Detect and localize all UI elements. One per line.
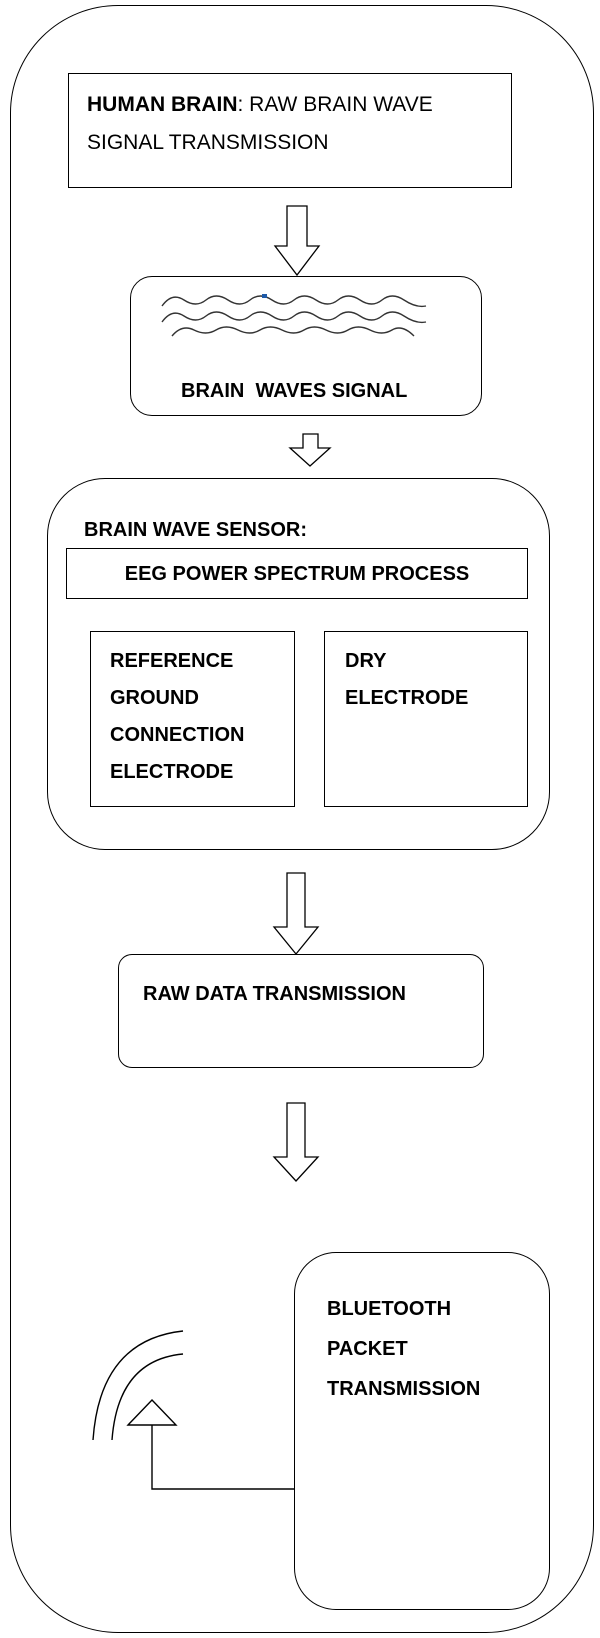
human-brain-box: HUMAN BRAIN: RAW BRAIN WAVE SIGNAL TRANS… [68, 73, 512, 188]
reference-line-1: REFERENCE [110, 650, 234, 672]
sensor-title: BRAIN WAVE SENSOR: [84, 519, 307, 541]
antenna-icon [126, 1398, 178, 1426]
raw-data-box: RAW DATA TRANSMISSION [118, 954, 484, 1068]
down-arrow-1 [273, 205, 321, 277]
brain-waves-graphic [161, 295, 427, 337]
down-arrow-3 [272, 872, 320, 956]
reference-line-4: ELECTRODE [110, 761, 234, 783]
down-arrow-2 [288, 433, 332, 467]
human-brain-label-rest: : RAW BRAIN WAVE SIGNAL TRANSMISSION [87, 93, 433, 154]
wave-marker [262, 294, 267, 298]
brain-waves-label: BRAIN WAVES SIGNAL [181, 380, 408, 402]
dry-line-1: DRY [345, 650, 387, 672]
dry-line-2: ELECTRODE [345, 687, 469, 709]
connector-line [151, 1425, 294, 1490]
down-arrow-4 [272, 1102, 320, 1182]
human-brain-label-bold: HUMAN BRAIN [87, 93, 238, 116]
bluetooth-line-2: PACKET [327, 1338, 408, 1360]
brain-waves-box: BRAIN WAVES SIGNAL [130, 276, 482, 416]
reference-line-2: GROUND [110, 687, 199, 709]
bluetooth-line-1: BLUETOOTH [327, 1298, 452, 1320]
eeg-process-label: EEG POWER SPECTRUM PROCESS [124, 563, 470, 585]
reference-electrode-box: REFERENCE GROUND CONNECTION ELECTRODE [90, 631, 295, 807]
raw-data-label: RAW DATA TRANSMISSION [143, 983, 406, 1005]
dry-electrode-box: DRY ELECTRODE [324, 631, 528, 807]
bluetooth-box: BLUETOOTH PACKET TRANSMISSION [294, 1252, 550, 1610]
bluetooth-line-3: TRANSMISSION [327, 1378, 481, 1400]
signal-arcs-icon [92, 1330, 184, 1441]
reference-line-3: CONNECTION [110, 724, 245, 746]
human-brain-label: HUMAN BRAIN: RAW BRAIN WAVE SIGNAL TRANS… [87, 86, 497, 162]
eeg-process-box: EEG POWER SPECTRUM PROCESS [66, 548, 528, 599]
